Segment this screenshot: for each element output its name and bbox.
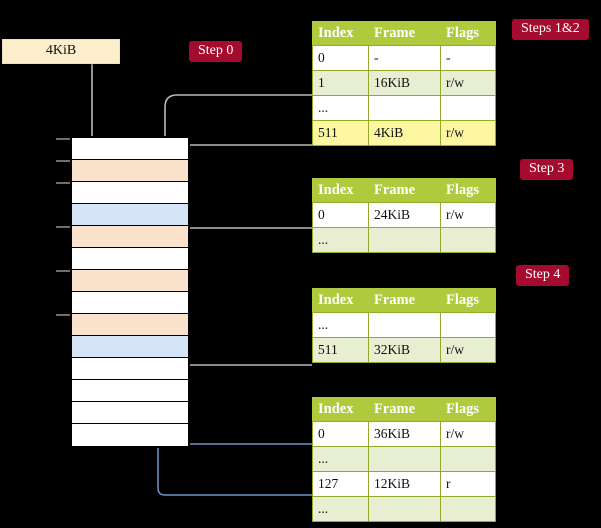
memory-tick-mark: [56, 138, 70, 140]
cell-frame: 16KiB: [368, 70, 441, 96]
cell-frame: [368, 496, 441, 522]
cell-index: 0: [312, 421, 369, 447]
cell-index: 127: [312, 471, 369, 497]
memory-cell: [72, 402, 188, 424]
memory-cell: [72, 292, 188, 314]
cell-frame: 12KiB: [368, 471, 441, 497]
cell-frame: [368, 95, 441, 121]
column-header-frame: Frame: [368, 288, 441, 313]
cell-flags: r/w: [440, 337, 496, 363]
cell-frame: 4KiB: [368, 120, 441, 146]
table-row: ...: [312, 496, 496, 522]
memory-tick-mark: [56, 160, 70, 162]
cell-flags: r/w: [440, 202, 496, 228]
memory-cell: [72, 248, 188, 270]
memory-cell: [72, 226, 188, 248]
cell-index: 1: [312, 70, 369, 96]
tag-step-0: Step 0: [189, 41, 243, 62]
cell-frame: [368, 227, 441, 253]
cell-index: ...: [312, 312, 369, 338]
cell-frame: 32KiB: [368, 337, 441, 363]
cell-flags: [440, 227, 496, 253]
cell-frame: -: [368, 45, 441, 71]
memory-tick-mark: [56, 270, 70, 272]
cell-flags: [440, 312, 496, 338]
memory-cell: [72, 138, 188, 160]
column-header-index: Index: [312, 288, 369, 313]
memory-cell: [72, 380, 188, 402]
wire-t2-row511-to-memory: [177, 302, 312, 366]
cell-index: ...: [312, 446, 369, 472]
memory-cell: [72, 204, 188, 226]
cell-index: ...: [312, 227, 369, 253]
column-header-flags: Flags: [440, 288, 496, 313]
cell-frame: 36KiB: [368, 421, 441, 447]
column-header-flags: Flags: [440, 397, 496, 422]
cell-flags: r: [440, 471, 496, 497]
column-header-frame: Frame: [368, 178, 441, 203]
cell-index: 511: [312, 120, 369, 146]
table-row: 0--: [312, 45, 496, 71]
cell-flags: r/w: [440, 421, 496, 447]
cell-index: 511: [312, 337, 369, 363]
cell-index: 0: [312, 202, 369, 228]
tag-step-3: Step 3: [520, 159, 574, 180]
memory-cell: [72, 314, 188, 336]
memory-cell: [72, 336, 188, 358]
cell-flags: [440, 446, 496, 472]
cell-frame: 24KiB: [368, 202, 441, 228]
cell-flags: [440, 95, 496, 121]
cell-frame: [368, 446, 441, 472]
cell-index: ...: [312, 95, 369, 121]
cell-flags: r/w: [440, 120, 496, 146]
cell-flags: [440, 496, 496, 522]
memory-tick-mark: [56, 226, 70, 228]
cell-index: 0: [312, 45, 369, 71]
source-frame-box: 4KiB: [2, 39, 120, 64]
column-header-index: Index: [312, 21, 369, 46]
memory-tick-mark: [56, 314, 70, 316]
memory-cell: [72, 182, 188, 204]
column-header-frame: Frame: [368, 21, 441, 46]
table-row: ...: [312, 227, 496, 253]
column-header-index: Index: [312, 178, 369, 203]
cell-index: ...: [312, 496, 369, 522]
memory-cell: [72, 424, 188, 446]
tag-steps-1-and-2: Steps 1&2: [512, 19, 589, 40]
column-header-flags: Flags: [440, 21, 496, 46]
table-row: ...: [312, 446, 496, 472]
physical-memory-column: [70, 136, 190, 448]
memory-cell: [72, 160, 188, 182]
tag-step-4: Step 4: [516, 265, 570, 286]
table-row: ...: [312, 95, 496, 121]
column-header-frame: Frame: [368, 397, 441, 422]
cell-flags: r/w: [440, 70, 496, 96]
wire-t1-row0-to-memory: [177, 227, 312, 290]
memory-tick-mark: [56, 182, 70, 184]
wire-t0-row511-to-memory: [177, 144, 312, 246]
column-header-flags: Flags: [440, 178, 496, 203]
column-header-index: Index: [312, 397, 369, 422]
cell-flags: -: [440, 45, 496, 71]
memory-cell: [72, 358, 188, 380]
table-row: ...: [312, 312, 496, 338]
memory-cell: [72, 270, 188, 292]
cell-frame: [368, 312, 441, 338]
